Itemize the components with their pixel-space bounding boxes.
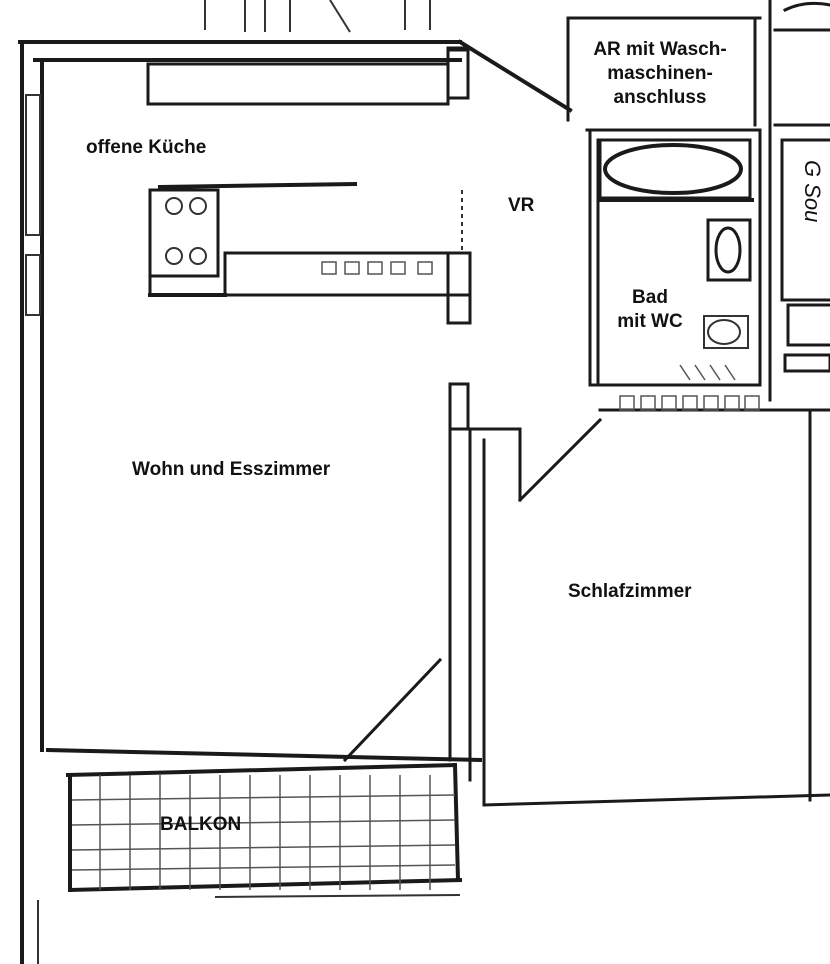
stove-icon <box>165 197 207 265</box>
kitchen-island <box>148 181 472 325</box>
interior-walls <box>342 382 603 782</box>
bedroom-label: Schlafzimmer <box>568 581 692 602</box>
living-room-label: Wohn und Esszimmer <box>132 459 331 480</box>
hall-label: VR <box>508 195 535 216</box>
stair-fragment <box>204 0 431 33</box>
living-walls <box>18 39 573 964</box>
bath-label-line-1: Bad <box>632 287 668 308</box>
bath-tiles <box>619 364 760 411</box>
bath-walls <box>566 0 772 402</box>
kitchen-label: offene Küche <box>86 137 207 158</box>
utility-room-label: AR mit Wasch- maschinen- anschluss <box>572 38 748 109</box>
neighbor-bath-text: G Sou <box>800 160 825 223</box>
left-window <box>25 94 41 316</box>
utility-label-line-2: maschinen- <box>607 62 713 84</box>
toilet-icon <box>703 315 749 349</box>
balcony-grid <box>65 762 463 898</box>
bedroom-walls <box>482 408 830 807</box>
utility-label-line-3: anschluss <box>613 86 707 108</box>
balcony-label: BALKON <box>160 814 242 835</box>
bath-label: Bad mit WC <box>605 286 695 334</box>
bath-label-line-2: mit WC <box>617 310 683 332</box>
sink-icon <box>706 218 752 282</box>
bathtub-icon <box>598 138 754 202</box>
upper-counter <box>146 46 470 106</box>
counter-cabinets <box>321 261 433 275</box>
neighbor-unit <box>773 1 830 373</box>
utility-label-line-1: AR mit Wasch- <box>593 39 727 60</box>
